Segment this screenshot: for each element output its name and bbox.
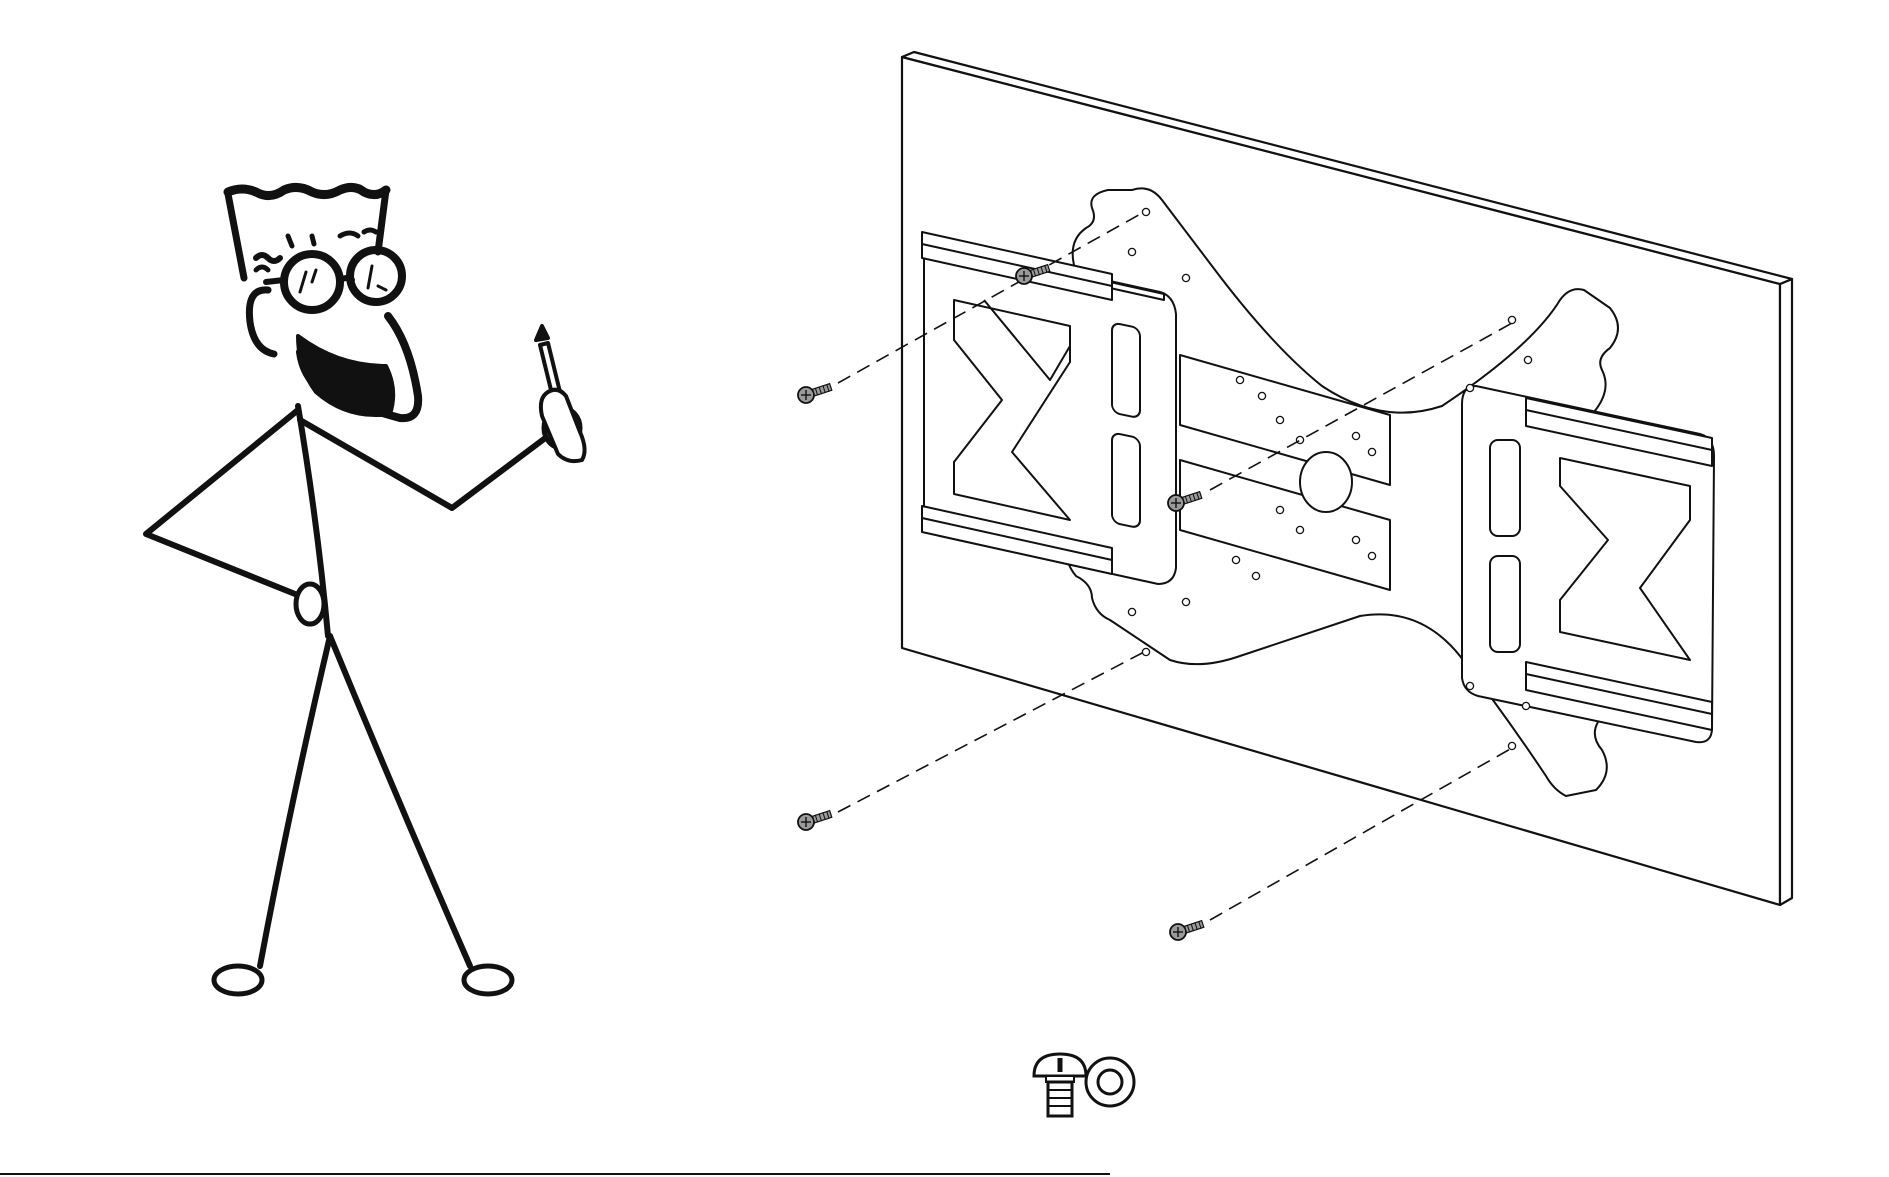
stick-figure-installer — [146, 187, 580, 994]
right-leg — [330, 636, 470, 966]
mouth — [298, 336, 393, 415]
right-arm — [300, 420, 556, 508]
guide-line-bottom-left — [838, 652, 1144, 812]
right-foot — [464, 966, 512, 994]
lag-screw-icon — [798, 383, 832, 403]
lag-screw-icon — [798, 810, 832, 830]
right-tv-plate — [1462, 386, 1714, 742]
center-hub — [1300, 452, 1352, 512]
glasses-right-lens — [350, 250, 402, 302]
hair — [228, 187, 386, 195]
hardware-legend — [1034, 1054, 1134, 1116]
left-foot — [214, 966, 262, 994]
left-hand — [296, 584, 324, 624]
machine-bolt-icon — [1034, 1054, 1086, 1116]
left-leg — [260, 636, 330, 966]
washer-icon — [1086, 1058, 1134, 1106]
left-arm — [146, 410, 300, 596]
ear — [249, 290, 274, 354]
lag-screw-icon — [1170, 920, 1204, 940]
